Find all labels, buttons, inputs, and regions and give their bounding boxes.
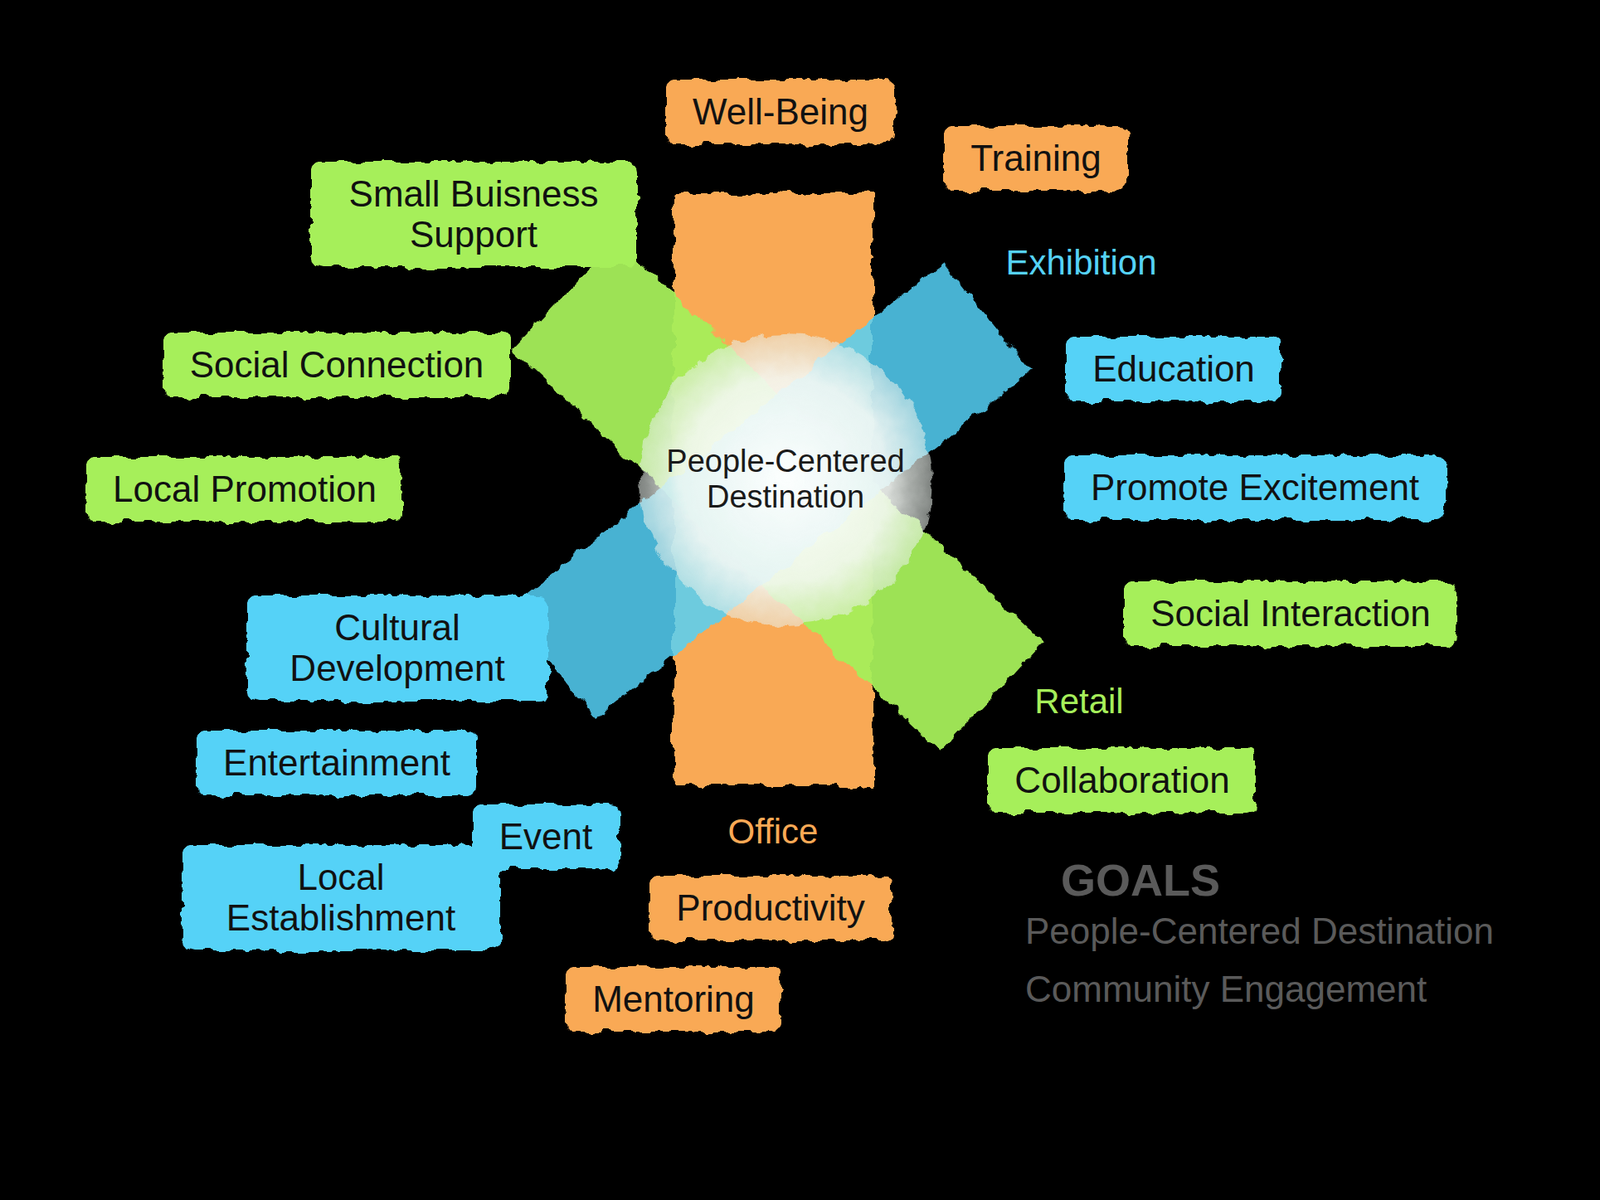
- chalk-rect: [1065, 455, 1446, 521]
- node-text: Education: [1091, 348, 1256, 390]
- node-text: Small Buisness Support: [336, 173, 611, 256]
- band-end-label: Office: [722, 808, 825, 856]
- chalk-rect: [311, 161, 638, 268]
- chalk-rect: [1066, 336, 1281, 402]
- chalk-rect: [248, 595, 549, 701]
- node-text: Retail: [1033, 681, 1125, 721]
- orange-label: Well-Being: [670, 81, 891, 143]
- blue-label: Local Establishment: [186, 846, 497, 949]
- green-label: Social Interaction: [1128, 583, 1454, 645]
- chalk-rect: [164, 332, 511, 398]
- orange-label: Productivity: [653, 877, 888, 939]
- node-text: Collaboration: [1013, 759, 1231, 801]
- chalk-rect: [650, 875, 891, 941]
- node-text: Mentoring: [591, 978, 756, 1020]
- green-label: Social Connection: [167, 334, 507, 396]
- node-text: Cultural Development: [272, 607, 522, 690]
- chalk-rect: [944, 126, 1128, 191]
- band-end-label: Exhibition: [999, 239, 1163, 287]
- node-text: Social Interaction: [1149, 593, 1432, 634]
- node-text: Event: [498, 816, 594, 857]
- node-text: Training: [969, 137, 1103, 179]
- goals-note: Community Engagement: [1025, 968, 1427, 1011]
- chalk-rect: [566, 967, 781, 1032]
- node-text: Exhibition: [1004, 243, 1158, 283]
- chalk-rect: [988, 748, 1256, 813]
- blue-label: Entertainment: [200, 732, 473, 794]
- goals-note: GOALS: [1060, 854, 1221, 906]
- node-text: Local Establishment: [208, 856, 474, 939]
- orange-label: Mentoring: [569, 968, 778, 1031]
- blue-label: Promote Excitement: [1068, 457, 1443, 519]
- node-text: Local Promotion: [111, 468, 378, 510]
- node-text: Entertainment: [222, 742, 452, 783]
- node-text: Office: [727, 812, 820, 852]
- band-end-label: Retail: [1028, 678, 1130, 725]
- chalk-circle: [639, 333, 933, 627]
- blue-label: Education: [1069, 338, 1278, 400]
- chalk-rect: [1124, 581, 1457, 647]
- chalk-rect: [197, 730, 477, 796]
- blue-band: [507, 262, 1032, 719]
- node-text: Well-Being: [691, 91, 870, 132]
- chalk-rect: [87, 457, 403, 522]
- blue-label: Cultural Development: [251, 597, 545, 700]
- center-circle: People-Centered Destination: [634, 328, 938, 632]
- chalk-rect: [666, 79, 895, 145]
- green-label: Small Buisness Support: [315, 163, 634, 266]
- goals-note: People-Centered Destination: [1025, 910, 1494, 953]
- green-label: Collaboration: [992, 749, 1253, 812]
- node-text: Social Connection: [189, 344, 486, 385]
- green-label: Local Promotion: [90, 458, 399, 521]
- node-text: Productivity: [675, 887, 866, 929]
- chalk-rect: [183, 845, 501, 951]
- orange-label: Training: [948, 127, 1124, 190]
- node-text: Promote Excitement: [1089, 466, 1421, 508]
- node-text: People-Centered Destination: [648, 443, 923, 515]
